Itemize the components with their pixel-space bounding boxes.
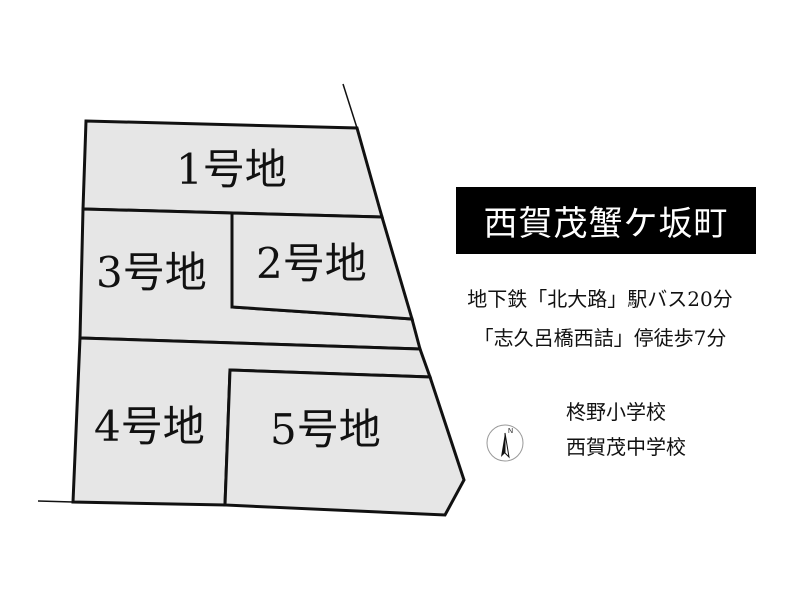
road-edge-west [37, 500, 74, 503]
road-edge-north [342, 83, 358, 129]
lot-2-parcel [230, 211, 415, 321]
lot-4-label: 4号地 [94, 402, 205, 451]
north-arrow-icon: N [486, 424, 524, 462]
compass-north-label: N [508, 428, 513, 435]
lot-5-label: 5号地 [270, 405, 381, 454]
lot-1-label: 1号地 [176, 145, 287, 194]
area-name-badge: 西賀茂蟹ケ坂町 [456, 187, 756, 254]
elementary-school-label: 柊野小学校 [566, 400, 666, 424]
lot-5-parcel [223, 368, 466, 517]
lot-2-label: 2号地 [256, 239, 367, 288]
access-line-bus-stop-walk: 「志久呂橋西詰」停徒歩7分 [473, 326, 727, 350]
lot-3-label: 3号地 [96, 248, 207, 297]
junior-high-school-label: 西賀茂中学校 [566, 435, 686, 459]
access-line-subway-bus: 地下鉄「北大路」駅バス20分 [467, 287, 733, 311]
